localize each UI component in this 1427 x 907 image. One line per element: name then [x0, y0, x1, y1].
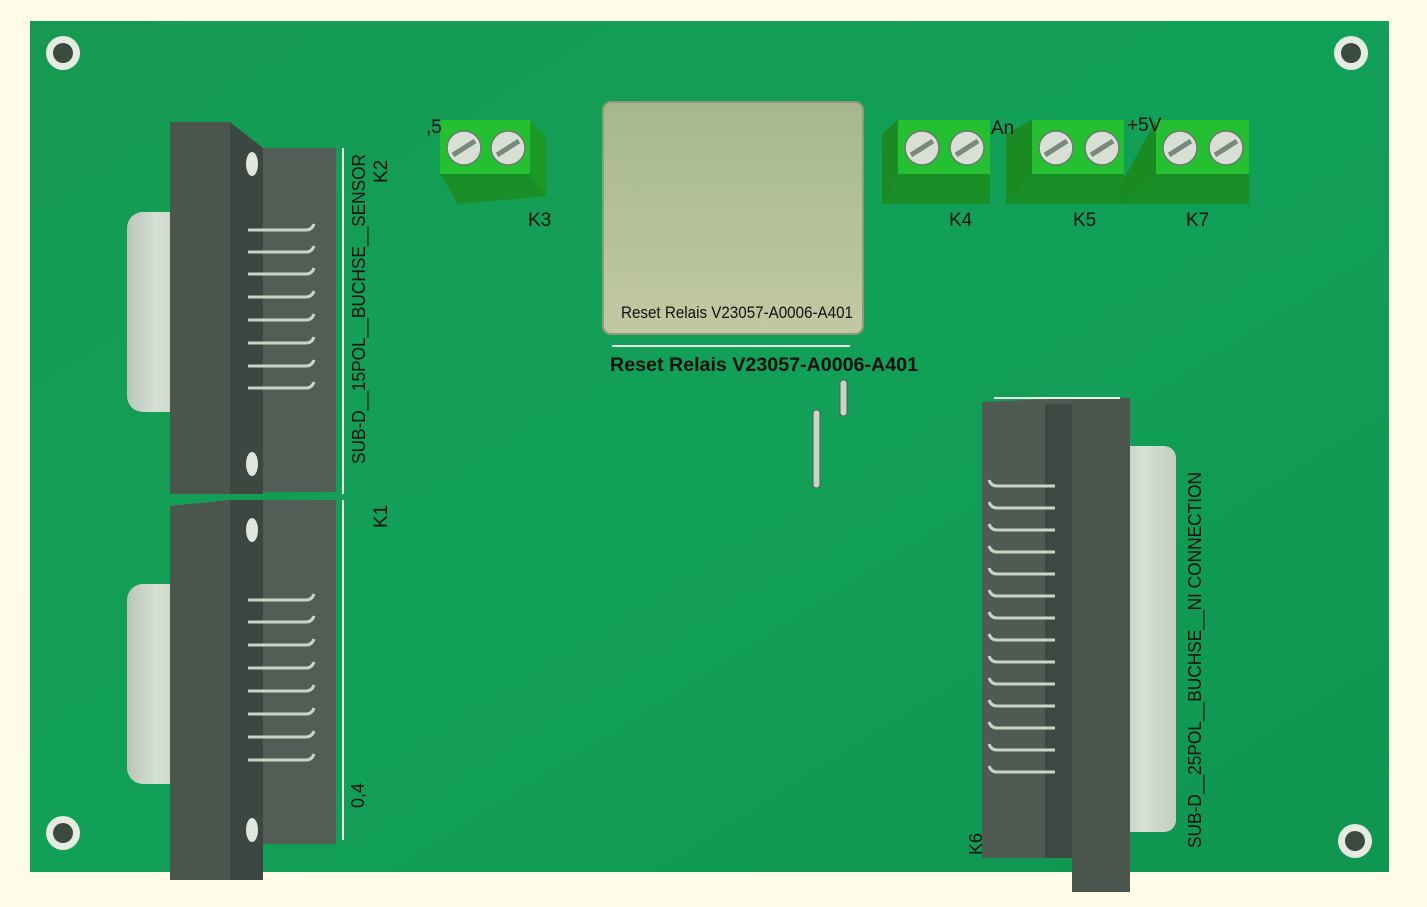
label-k4-partial: An [991, 118, 1014, 139]
terminal-block-k3 [440, 120, 546, 204]
label-k3: K3 [528, 210, 551, 231]
mounting-hole-top-left [46, 36, 80, 70]
label-k5: K5 [1073, 210, 1096, 231]
connector-k6 [982, 397, 1176, 892]
label-k4: K4 [949, 210, 973, 231]
mounting-hole-top-right [1334, 36, 1368, 70]
label-k1: K1 [371, 505, 392, 528]
terminal-block-k7 [1120, 120, 1249, 204]
mounting-hole-bottom-right [1338, 824, 1372, 858]
label-sensor-connector: SUB-D__15POL__BUCHSE__SENSOR [349, 154, 370, 464]
label-k7: K7 [1186, 210, 1209, 231]
label-value-04: 0,4 [348, 783, 368, 808]
relay [602, 101, 864, 347]
jumper-1 [839, 379, 848, 417]
label-k3-partial: ,5 [426, 117, 442, 138]
terminal-block-k4 [882, 120, 990, 204]
terminal-block-k5 [1006, 120, 1124, 204]
mounting-hole-bottom-left [46, 816, 80, 850]
label-ni-connector: SUB-D__25POL__BUCHSE__NI CONNECTION [1185, 472, 1206, 848]
label-relay-body: Reset Relais V23057-A0006-A401 [621, 303, 853, 322]
jumper-2 [812, 409, 821, 489]
connector-k2 [127, 122, 344, 494]
label-relay-silkscreen: Reset Relais V23057-A0006-A401 [610, 355, 918, 376]
connector-k1 [127, 500, 344, 880]
label-k5-partial: +5V [1127, 115, 1162, 136]
label-k6: K6 [966, 833, 986, 855]
label-k2: K2 [371, 160, 392, 183]
